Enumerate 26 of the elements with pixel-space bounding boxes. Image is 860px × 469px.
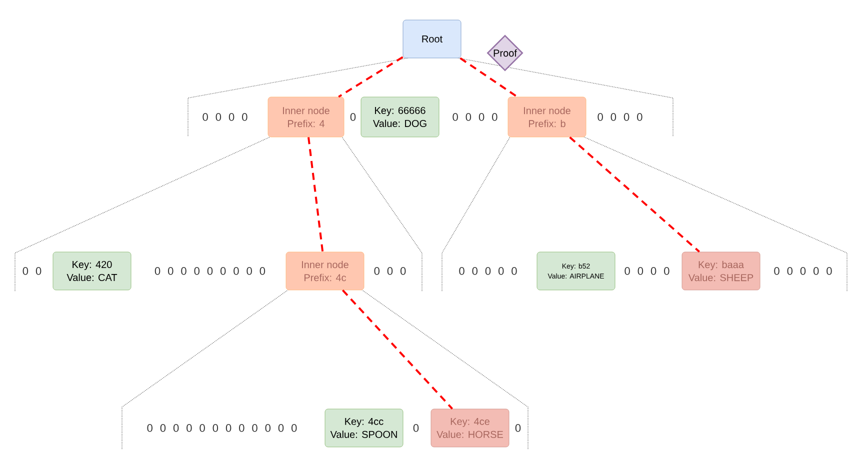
path-line: [342, 290, 454, 410]
zero-entries: 0 0 0 0 0: [459, 267, 517, 275]
zero-entries: 0 0 0 0: [598, 113, 642, 121]
inner-node-box: Inner node Prefix: 4: [268, 96, 344, 138]
zero-entries: 0 0 0: [374, 267, 406, 275]
path-line: [338, 56, 404, 98]
zero-entries: 0 0 0 0 0 0 0 0 0: [154, 267, 266, 275]
zero-entries: 0 0: [22, 267, 42, 275]
path-line: [569, 136, 700, 253]
zero-entries: 0 0 0 0: [452, 113, 498, 121]
zero-entries: 0: [413, 424, 419, 432]
path-line: [308, 137, 324, 252]
inner-node-box: Inner node Prefix: b: [508, 96, 586, 138]
root-node-box: Root: [402, 20, 462, 58]
leaf-node-box: Key: baaa Value: SHEEP: [682, 252, 760, 290]
leaf-node-box: Key: 420 Value: CAT: [52, 252, 132, 290]
leaf-node-box: Key: 4ce Value: HORSE: [430, 408, 510, 448]
zero-entries: 0: [350, 113, 356, 121]
zero-entries: 0 0 0 0: [202, 113, 248, 121]
zero-entries: 0 0 0 0: [624, 267, 670, 275]
inner-node-box: Inner node Prefix: 4c: [286, 252, 364, 290]
zero-entries: 0 0 0 0 0: [774, 267, 832, 275]
zero-entries: 0 0 0 0 0 0 0 0 0 0 0 0: [147, 424, 297, 432]
path-line: [460, 57, 518, 98]
leaf-node-box: Key: 4cc Value: SPOON: [324, 408, 404, 448]
leaf-node-box: Key: 66666 Value: DOG: [360, 96, 440, 138]
